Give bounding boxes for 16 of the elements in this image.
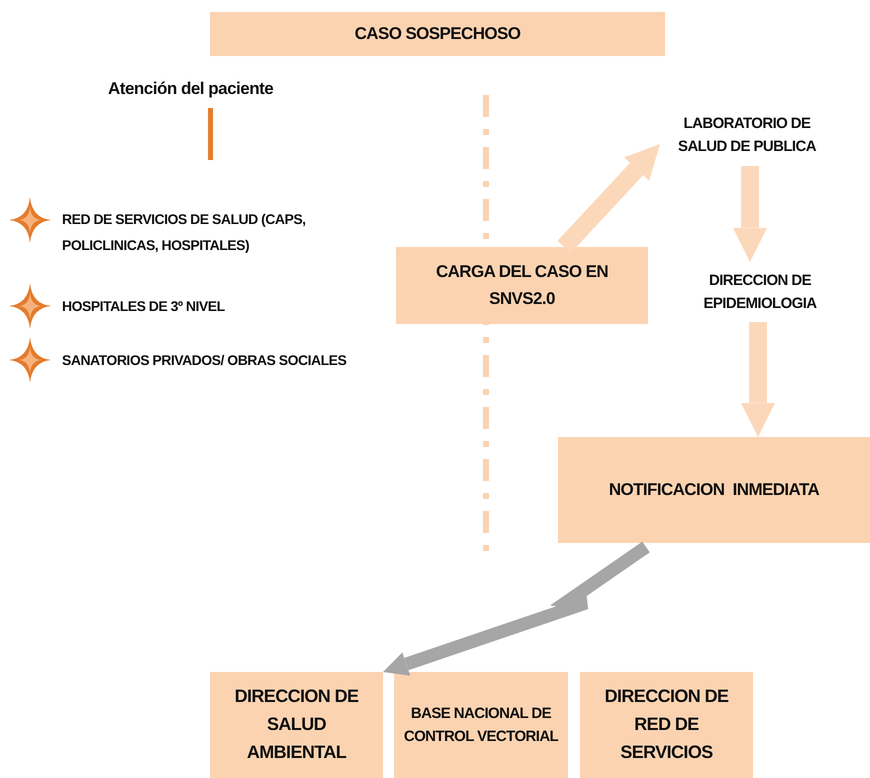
list-item-text: HOSPITALES DE 3º NIVEL bbox=[62, 297, 226, 316]
process-box: BASE NACIONAL DE CONTROL VECTORIAL bbox=[394, 672, 568, 778]
arrow bbox=[732, 166, 768, 262]
heading-text: Atención del paciente bbox=[108, 78, 274, 100]
list-item-text: RED DE SERVICIOS DE SALUD (CAPS, POLICLINICAS, HOSPITALES) bbox=[62, 210, 307, 255]
process-box: NOTIFICACION INMEDIATA bbox=[558, 437, 870, 543]
text-label: LABORATORIO DE SALUD DE PUBLICA bbox=[652, 104, 842, 166]
process-box: CASO SOSPECHOSO bbox=[210, 12, 665, 56]
process-box: CARGA DEL CASO EN SNVS2.0 bbox=[396, 247, 648, 324]
text-label: DIRECCION DE EPIDEMIOLOGIA bbox=[676, 262, 844, 322]
process-box: DIRECCION DE SALUD AMBIENTAL bbox=[210, 672, 383, 778]
arrow bbox=[557, 144, 660, 254]
lightning-arrow bbox=[383, 542, 650, 676]
arrow bbox=[740, 322, 776, 437]
list-item-text: SANATORIOS PRIVADOS/ OBRAS SOCIALES bbox=[62, 351, 348, 370]
process-box: DIRECCION DE RED DE SERVICIOS bbox=[580, 672, 753, 778]
